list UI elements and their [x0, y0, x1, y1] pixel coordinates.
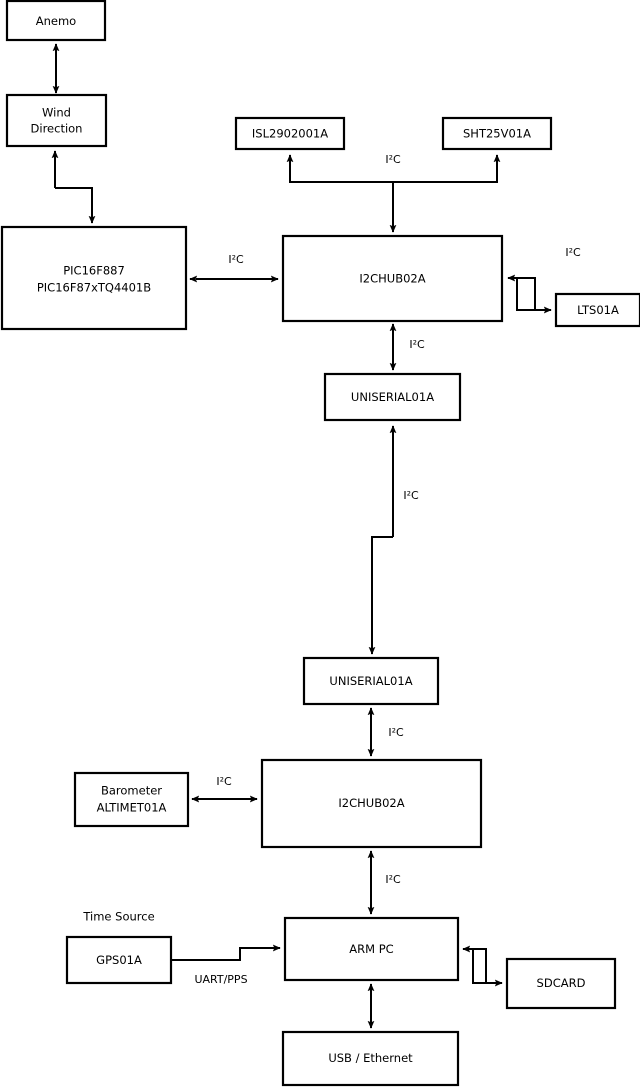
connectors: [51, 43, 552, 1029]
node-gps01a[interactable]: GPS01A: [65, 935, 173, 985]
node-usb-ethernet-rect[interactable]: [281, 1030, 460, 1087]
connector-uniserial-down-link: [368, 536, 393, 655]
node-wind-direction-rect[interactable]: [5, 93, 108, 148]
edge-label-uniserial-uniserial: I²C: [403, 489, 419, 502]
node-sht25v01a-rect[interactable]: [441, 116, 553, 151]
node-arm-pc-rect[interactable]: [283, 916, 460, 982]
node-i2chub02a-bottom-label: I2CHUB02A: [338, 796, 404, 810]
connector-hub-to-lts: [516, 278, 552, 314]
node-sht25v01a-label: SHT25V01A: [463, 127, 531, 141]
connector-lts-to-hub: [507, 274, 536, 310]
node-barometer-altimet01a[interactable]: Barometer ALTIMET01A: [73, 771, 190, 828]
node-gps01a-label: GPS01A: [96, 953, 142, 967]
node-lts01a-rect[interactable]: [554, 292, 640, 328]
node-isl2902001a[interactable]: ISL2902001A: [234, 116, 346, 151]
node-anemo-rect[interactable]: [5, 0, 107, 42]
node-usb-ethernet[interactable]: USB / Ethernet: [281, 1030, 460, 1087]
node-lts01a-label: LTS01A: [577, 303, 619, 317]
node-arm-pc[interactable]: ARM PC: [283, 916, 460, 982]
node-i2chub02a-bottom[interactable]: I2CHUB02A: [260, 758, 483, 849]
node-i2chub02a-top-rect[interactable]: [281, 234, 504, 323]
node-sdcard-rect[interactable]: [505, 957, 617, 1010]
node-uniserial01a-lower-label: UNISERIAL01A: [329, 674, 412, 688]
label-time-source: Time Source: [82, 910, 154, 924]
node-barometer-label-line2: ALTIMET01A: [97, 801, 167, 815]
edge-label-uniserial-hub2: I²C: [388, 726, 404, 739]
edge-label-hub-lts: I²C: [565, 246, 581, 259]
node-uniserial01a-upper-label: UNISERIAL01A: [351, 390, 434, 404]
node-anemo[interactable]: Anemo: [5, 0, 107, 42]
node-usb-ethernet-label: USB / Ethernet: [328, 1051, 413, 1065]
node-uniserial01a-lower[interactable]: UNISERIAL01A: [302, 656, 440, 706]
node-sdcard-label: SDCARD: [537, 976, 586, 990]
connector-hub-to-isl: [286, 154, 393, 183]
node-wind-direction[interactable]: Wind Direction: [5, 93, 108, 148]
edge-label-gps-armpc: UART/PPS: [194, 973, 247, 986]
node-uniserial01a-upper[interactable]: UNISERIAL01A: [323, 372, 462, 422]
node-i2chub02a-bottom-rect[interactable]: [260, 758, 483, 849]
connector-sdcard-to-armpc: [462, 945, 487, 983]
node-anemo-label: Anemo: [36, 14, 76, 28]
node-wind-direction-label-line2: Direction: [31, 122, 83, 136]
node-pic16f887-label-line2: PIC16F87xTQ4401B: [37, 281, 151, 295]
node-pic16f887-label-line1: PIC16F887: [63, 264, 125, 278]
node-barometer-label-line1: Barometer: [101, 784, 162, 798]
node-isl2902001a-rect[interactable]: [234, 116, 346, 151]
connector-wind-to-pic: [55, 187, 96, 224]
node-isl2902001a-label: ISL2902001A: [252, 127, 328, 141]
free-labels: Time Source: [82, 910, 154, 924]
edge-labels: I²C I²C I²C I²C I²C I²C I²C I²C UART/PPS: [194, 153, 581, 986]
node-barometer-altimet01a-rect[interactable]: [73, 771, 190, 828]
edge-label-hub2-armpc: I²C: [385, 873, 401, 886]
node-sdcard[interactable]: SDCARD: [505, 957, 617, 1010]
edge-label-pic-hub: I²C: [228, 253, 244, 266]
connector-gps-to-armpc: [171, 944, 281, 961]
node-gps01a-rect[interactable]: [65, 935, 173, 985]
edge-label-sensors-hub: I²C: [385, 153, 401, 166]
node-arm-pc-label: ARM PC: [349, 942, 393, 956]
node-uniserial01a-upper-rect[interactable]: [323, 372, 462, 422]
node-uniserial01a-lower-rect[interactable]: [302, 656, 440, 706]
node-sht25v01a[interactable]: SHT25V01A: [441, 116, 553, 151]
connector-armpc-to-sdcard: [472, 949, 503, 987]
edge-label-baro-hub2: I²C: [216, 775, 232, 788]
node-lts01a[interactable]: LTS01A: [554, 292, 640, 328]
node-i2chub02a-top-label: I2CHUB02A: [359, 272, 425, 286]
edge-label-hub-uniserial: I²C: [409, 338, 425, 351]
connector-hub-to-sht: [393, 154, 501, 183]
node-i2chub02a-top[interactable]: I2CHUB02A: [281, 234, 504, 323]
node-pic16f887[interactable]: PIC16F887 PIC16F87xTQ4401B: [0, 225, 188, 331]
node-wind-direction-label-line1: Wind: [42, 106, 71, 120]
node-pic16f887-rect[interactable]: [0, 225, 188, 331]
